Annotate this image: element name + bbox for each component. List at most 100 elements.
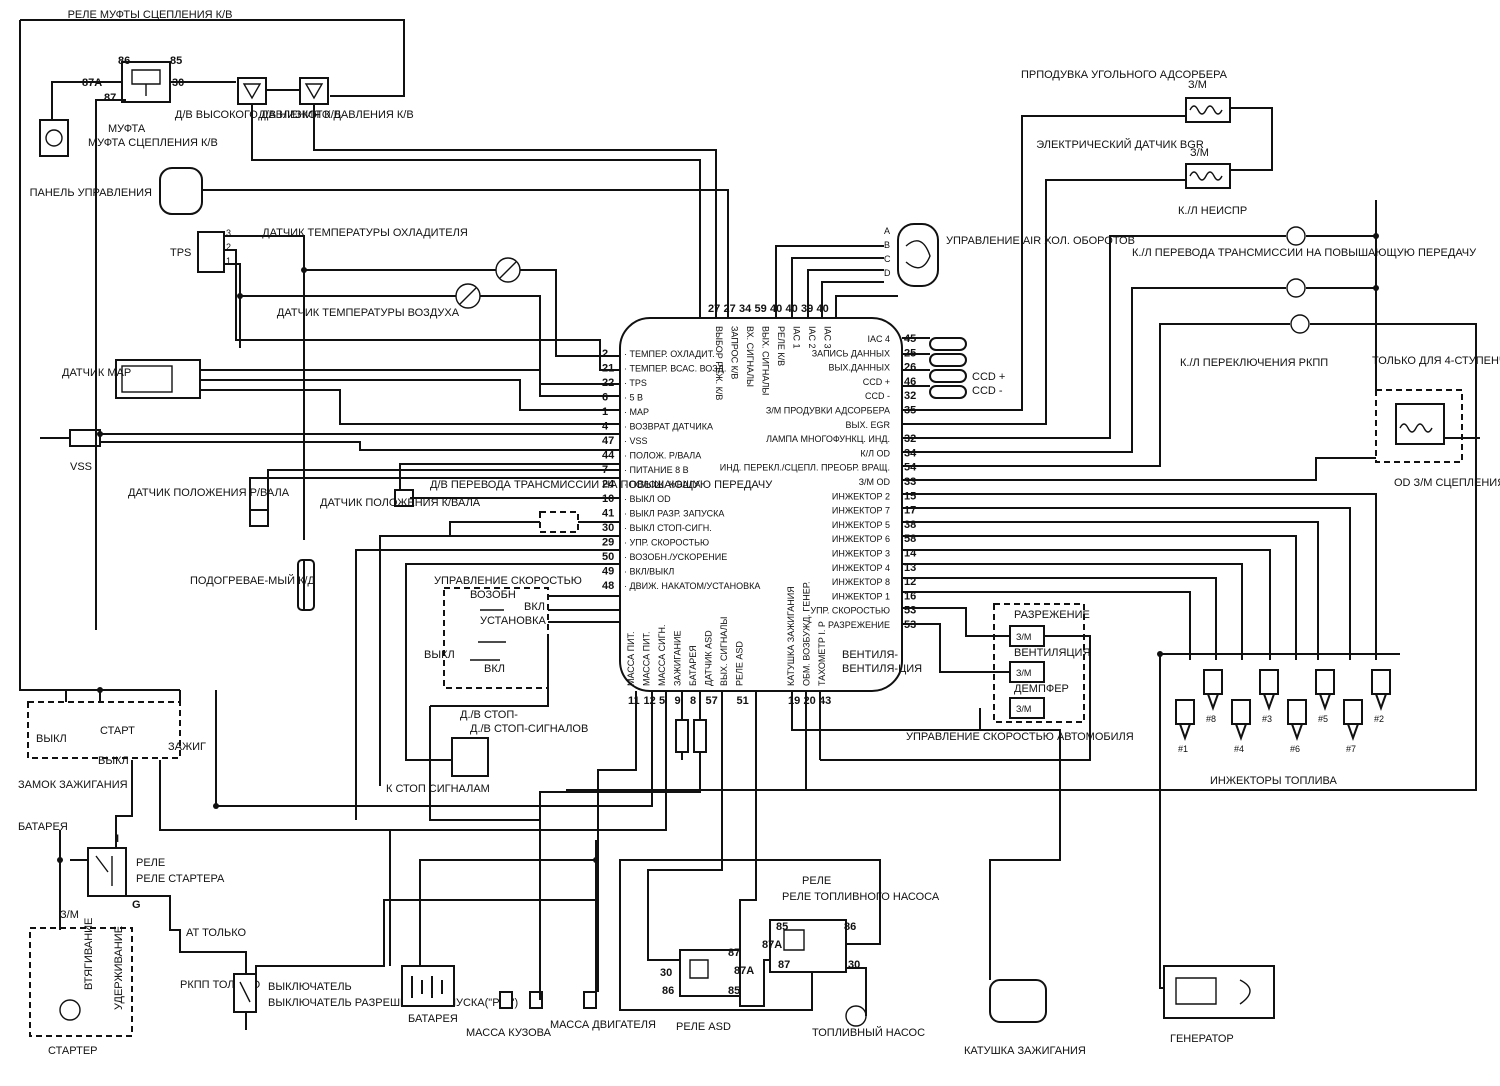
starter-label: СТАРТЕР	[48, 1045, 98, 1057]
starter-box	[29, 927, 133, 1037]
injector-body	[1343, 699, 1363, 725]
injector-body	[1175, 699, 1195, 725]
pcm-top-pin-label: IAC 1	[792, 326, 802, 349]
hold-in-label: УДЕРЖИВАНИЕ	[113, 926, 125, 1010]
pcm-right-pin-num: 46	[904, 376, 916, 388]
egr-solenoid: ЭЛЕКТРИЧЕСКИЙ ДАТЧИК BGR З/М К./Л НЕИСПР	[1036, 138, 1247, 217]
pcm-right-pin-num: 32	[904, 390, 916, 402]
sc-on-label: ВКЛ	[524, 601, 545, 613]
pcm-bottom-pin-label: ОБМ. ВОЗБУЖД. ГЕНЕР.	[802, 581, 812, 686]
tps-pin-2: 2	[226, 242, 231, 252]
injectors-title: ИНЖЕКТОРЫ ТОПЛИВА	[1210, 775, 1337, 787]
pcm-right-pin-label: ВЫХ. EGR	[846, 420, 891, 430]
conn-32	[929, 385, 967, 399]
pcm-left-pin-num: 44	[602, 450, 615, 462]
crank-sensor: ДАТЧИК ПОЛОЖЕНИЯ К/ВАЛА	[320, 489, 481, 509]
mil-lamp	[1286, 226, 1306, 246]
pcm-right-pin-num: 26	[904, 362, 916, 374]
asd-pin-85: 85	[728, 985, 740, 997]
pump-pin-87a: 87A	[762, 939, 782, 951]
pcm-left-pin-num: 48	[602, 580, 614, 592]
injector-label: #4	[1234, 744, 1244, 754]
relay-g-label: G	[132, 899, 141, 911]
relay-pin-86: 86	[118, 55, 130, 67]
ignition-switch-label: ЗАМОК ЗАЖИГАНИЯ	[18, 779, 128, 791]
pump-relay-label: РЕЛЕ ТОПЛИВНОГО НАСОСА	[782, 891, 940, 903]
control-panel-label: ПАНЕЛЬ УПРАВЛЕНИЯ	[30, 187, 152, 199]
pcm-right-pin-num: 17	[904, 505, 916, 517]
fuel-pump-relay: 85 86 87A 87 30 РЕЛЕ РЕЛЕ ТОПЛИВНОГО НАС…	[762, 875, 940, 973]
pcm-left-pin-label: · TPS	[624, 378, 647, 388]
engine-ground-box	[583, 991, 597, 1009]
battery-ref-label: БАТАРЕЯ	[18, 821, 68, 833]
pcm-right-pin-num: 38	[904, 519, 916, 531]
asd-relay: 30 87 87A 86 85 РЕЛЕ ASD	[660, 947, 754, 1033]
iac-pin-b: B	[884, 240, 890, 250]
purge-sol-box	[1185, 97, 1231, 123]
vent-sol-label: З/М	[1016, 668, 1031, 678]
injector: #6	[1287, 699, 1307, 754]
pump-pin-86: 86	[844, 921, 856, 933]
pcm-left-pin-num: 41	[602, 508, 614, 520]
vehicle-speed-ctrl-label: УПРАВЛЕНИЕ СКОРОСТЬЮ АВТОМОБИЛЯ	[906, 731, 1134, 743]
pump-pin-30: 30	[848, 959, 860, 971]
iac-pin-c: C	[884, 254, 891, 264]
pcm-left-pin-label: · ВКЛ/ВЫКЛ	[624, 567, 674, 577]
neutral-switch-label: ВЫКЛЮЧАТЕЛЬ РАЗРЕШЕНИЯ ЗАПУСКА("P/N")	[268, 997, 518, 1009]
purge-sol-label: З/М	[1188, 79, 1207, 91]
injector-body	[1231, 699, 1251, 725]
pcm-left-pin-label: · VSS	[624, 436, 648, 446]
iac-box	[897, 223, 939, 287]
injector: #4	[1231, 699, 1251, 754]
egr-label: ЭЛЕКТРИЧЕСКИЙ ДАТЧИК BGR	[1036, 138, 1204, 151]
pcm-bottom-pin-num: 9	[675, 695, 681, 707]
egr-sol-label: З/М	[1190, 147, 1209, 159]
pcm-bottom-pin-num: 43	[819, 695, 831, 707]
pcm-left-pin-label: · ВЫКЛ СТОП-СИГН.	[624, 523, 712, 533]
pcm-right-pin-label: CCD -	[865, 391, 890, 401]
od-sensor-label: Д/В ПЕРЕВОДА ТРАНСМИССИИ НА ПОВЫШАЮЩУЮ П…	[430, 479, 773, 491]
pcm-right-pin-num: 33	[904, 476, 916, 488]
pcm-top-pin-label: ВЫХ. СИГНАЛЫ	[761, 326, 771, 395]
pcm-top-pin-num: 27	[724, 303, 736, 315]
pcm-vent-label-2: ВЕНТИЛЯ-ЦИЯ	[842, 663, 922, 675]
ign-coil-box	[989, 979, 1047, 1023]
injector: #8	[1203, 669, 1223, 724]
indicator-lamps: К./Л ПЕРЕВОДА ТРАНСМИССИИ НА ПОВЫШАЮЩУЮ …	[1132, 226, 1477, 369]
battery-box	[401, 965, 455, 1007]
pcm-right-pin-label: К/Л OD	[860, 448, 890, 458]
coolant-sensor-label: ДАТЧИК ТЕМПЕРАТУРЫ ОХЛАДИТЕЛЯ	[262, 227, 468, 239]
solenoid-label: З/М	[60, 909, 79, 921]
pcm-top-pin-label: IAC 3	[823, 326, 833, 349]
pcm-right-pin-num: 54	[904, 462, 917, 474]
damper-label: ДЕМПФЕР	[1014, 683, 1069, 695]
ign-coil-label: КАТУШКА ЗАЖИГАНИЯ	[964, 1045, 1086, 1057]
fuel-pump: ТОПЛИВНЫЙ НАСОС	[812, 1005, 925, 1039]
pcm-right-pin-label: ВЫХ.ДАННЫХ	[828, 363, 890, 373]
pcm-bottom-pin-label: ВЫХ. СИГНАЛЫ	[719, 617, 729, 686]
air-temp-sensor: ДАТЧИК ТЕМПЕРАТУРЫ ВОЗДУХА	[277, 283, 481, 319]
pcm-left-pin-label: · ВЫКЛ OD	[624, 494, 671, 504]
heated-o2-label: ПОДОГРЕВАЕ-МЫЙ К/Д	[190, 574, 315, 587]
asd-pin-87a: 87A	[734, 965, 754, 977]
pcm-right-pin-label: ИНЖЕКТОР 5	[832, 520, 890, 530]
battery: БАТАРЕЯ	[401, 965, 458, 1025]
pcm-left-pin-label: · УПР. СКОРОСТЬЮ	[624, 538, 709, 548]
injector-label: #5	[1318, 714, 1328, 724]
sc-set-label: УСТАНОВКА	[480, 615, 547, 627]
pcm-right-pin-label: CCD +	[863, 377, 890, 387]
ignition-switch-box	[27, 701, 181, 759]
injector-label: #1	[1178, 744, 1188, 754]
asd-pin-87: 87	[728, 947, 740, 959]
generator: ГЕНЕРАТОР	[1163, 965, 1275, 1045]
pcm-left-pin-label: · ВЫКЛ РАЗР. ЗАПУСКА	[624, 509, 724, 519]
ign-off2-label: ВЫКЛ	[98, 755, 129, 767]
speed-control-switch: УПРАВЛЕНИЕ СКОРОСТЬЮ ВОЗОБН ВКЛ УСТАНОВК…	[424, 575, 582, 689]
iac-motor: УПРАВЛЕНИЕ AIR ХОЛ. ОБОРОТОВ A B C D	[884, 223, 1135, 287]
asd-pin-86: 86	[662, 985, 674, 997]
injector-body	[1287, 699, 1307, 725]
ignition-switch: СТАРТ ВЫКЛ ВЫКЛ ЗАЖИГ ЗАМОК ЗАЖИГАНИЯ БА…	[18, 701, 206, 833]
